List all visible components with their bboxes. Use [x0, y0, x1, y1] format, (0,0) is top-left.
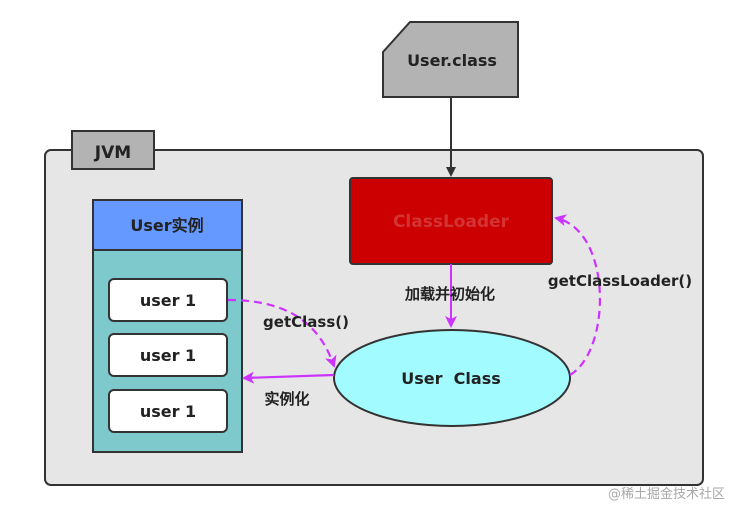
instance-item-label: user 1 [140, 346, 196, 365]
instances-header [92, 199, 243, 251]
user-class-file-label: User.class [407, 51, 497, 70]
instantiate-arrow [242, 371, 335, 384]
instance-item [108, 333, 228, 377]
get-class-label: getClass() [263, 313, 349, 331]
user-class-node [333, 329, 571, 427]
instances-header-label: User实例 [130, 216, 203, 235]
get-classloader-label: getClassLoader() [548, 272, 692, 290]
user-class-label: User Class [401, 369, 500, 388]
instance-item-label: user 1 [140, 402, 196, 421]
load-init-label: 加载并初始化 [404, 285, 495, 303]
jvm-tab [71, 130, 155, 170]
classloader-label: ClassLoader [393, 212, 510, 232]
instantiate-label: 实例化 [264, 390, 309, 408]
get-class-arrow [227, 298, 337, 368]
get-classloader-arrow [554, 214, 601, 376]
instance-item [108, 389, 228, 433]
watermark: @稀土掘金技术社区 [608, 486, 725, 502]
instance-item-label: user 1 [140, 291, 196, 310]
instance-item [108, 278, 228, 322]
jvm-label: JVM [94, 143, 131, 163]
